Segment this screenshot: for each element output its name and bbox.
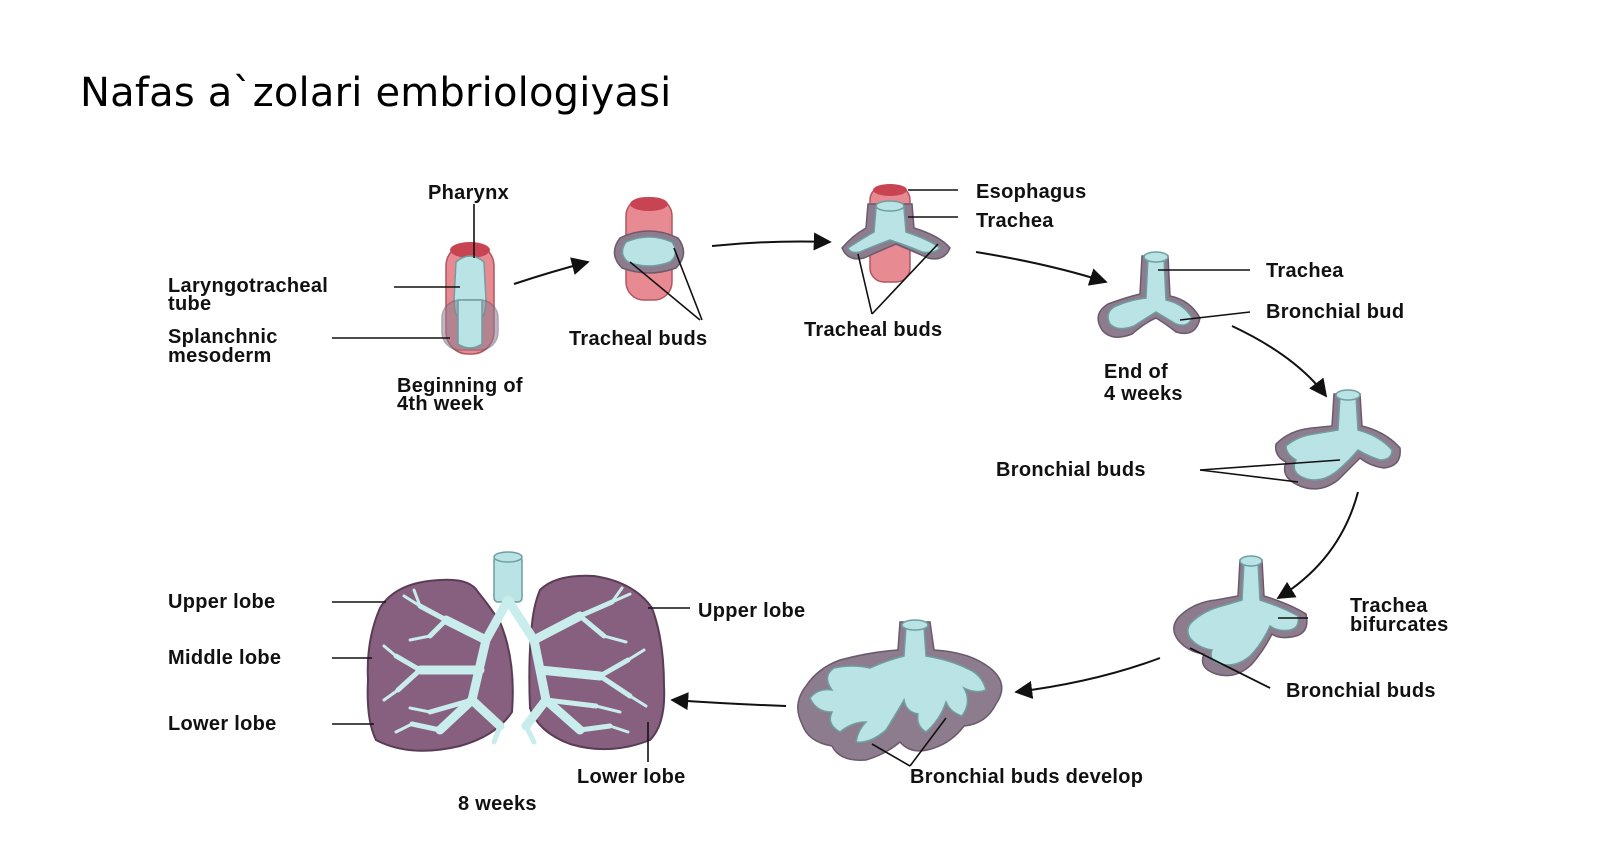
labels: Pharynx Laryngotracheal tube Splanchnic … bbox=[168, 181, 1449, 815]
label-bronchial-buds-a: Bronchial buds bbox=[996, 459, 1146, 481]
label-bronchial-buds-develop: Bronchial buds develop bbox=[910, 766, 1143, 788]
label-trachea-a: Trachea bbox=[976, 210, 1054, 232]
label-splanchnic-1: Splanchnic bbox=[168, 326, 278, 348]
stage-trachea-bifurcates bbox=[1173, 555, 1308, 677]
label-tracheal-buds-a: Tracheal buds bbox=[569, 328, 707, 350]
label-tracheal-buds-b: Tracheal buds bbox=[804, 319, 942, 341]
label-end-of-1: End of bbox=[1104, 361, 1168, 383]
label-upper-lobe-left: Upper lobe bbox=[168, 591, 275, 613]
label-pharynx: Pharynx bbox=[428, 182, 509, 204]
label-bronchial-buds-b: Bronchial buds bbox=[1286, 680, 1436, 702]
label-middle-lobe: Middle lobe bbox=[168, 647, 281, 669]
label-splanchnic-2: mesoderm bbox=[168, 345, 272, 367]
label-beginning-1: Beginning of bbox=[397, 375, 523, 397]
stage-beginning-4th-week bbox=[441, 242, 499, 355]
label-trachea-bif-1: Trachea bbox=[1350, 595, 1428, 617]
slide-title: Nafas a`zolari embriologiyasi bbox=[80, 70, 672, 116]
label-upper-lobe-right: Upper lobe bbox=[698, 600, 805, 622]
label-8-weeks: 8 weeks bbox=[458, 793, 537, 815]
stage-end-4-weeks bbox=[1097, 251, 1201, 338]
left-lung bbox=[528, 574, 666, 751]
label-esophagus: Esophagus bbox=[976, 181, 1087, 203]
leader-lines bbox=[332, 189, 1341, 767]
stage-tracheal-buds-2 bbox=[841, 184, 951, 283]
stage-tracheal-buds-1 bbox=[613, 197, 685, 301]
label-beginning-2: 4th week bbox=[397, 393, 484, 415]
stage-bronchial-buds-develop bbox=[797, 619, 1003, 761]
stage-8-weeks-lungs bbox=[366, 551, 666, 752]
label-lower-lobe-right: Lower lobe bbox=[577, 766, 686, 788]
label-trachea-bif-2: bifurcates bbox=[1350, 614, 1449, 636]
label-lower-lobe-left: Lower lobe bbox=[168, 713, 277, 735]
label-bronchial-bud: Bronchial bud bbox=[1266, 301, 1404, 323]
label-end-of-2: 4 weeks bbox=[1104, 383, 1183, 405]
stage-bronchial-buds bbox=[1274, 389, 1401, 490]
label-laryngotracheal-1: Laryngotracheal bbox=[168, 275, 328, 297]
progression-arrows bbox=[513, 232, 1359, 711]
label-laryngotracheal-2: tube bbox=[168, 293, 211, 315]
label-trachea-b: Trachea bbox=[1266, 260, 1344, 282]
